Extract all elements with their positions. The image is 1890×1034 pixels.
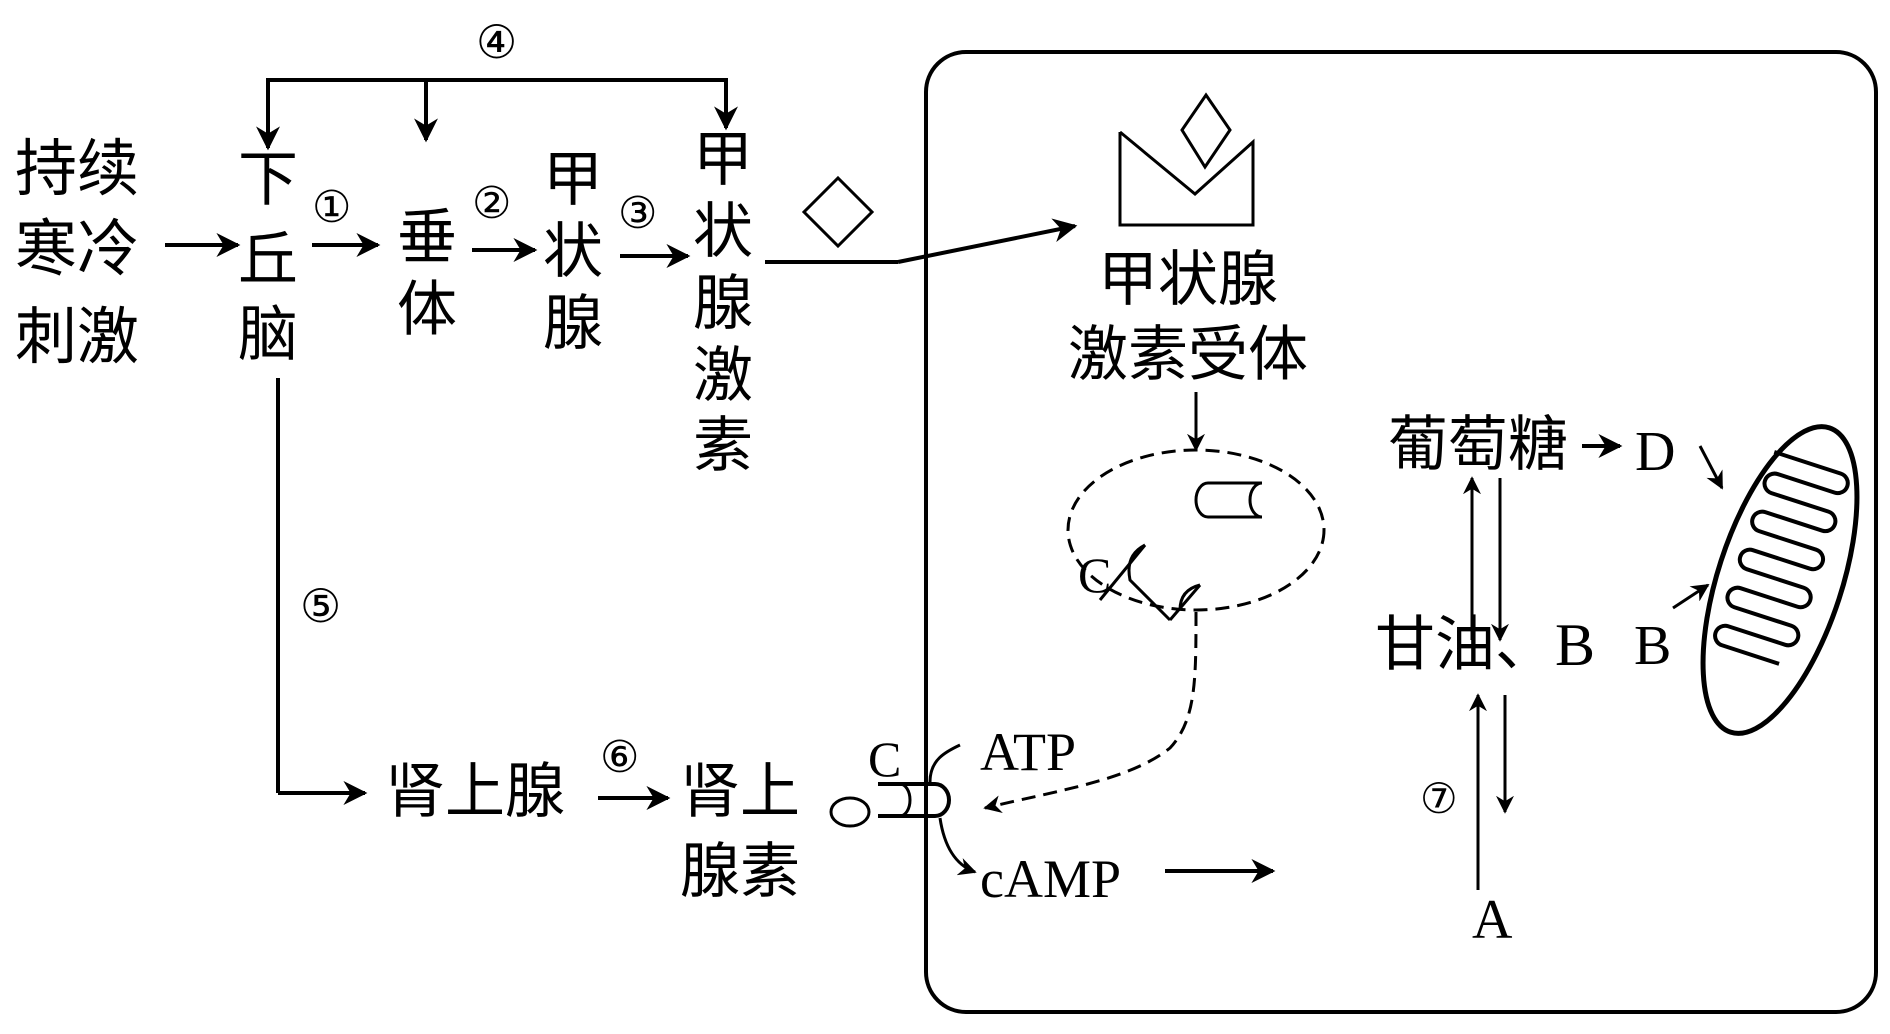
step-2-label: ② [472,179,511,228]
svg-text:激: 激 [693,341,753,411]
step-3-label: ③ [618,189,657,238]
b-to-mitochondrion-arrow [1672,583,1710,610]
step-5-label: ⑤ [300,581,341,632]
nucleus [1066,448,1326,612]
camp-label: cAMP [980,849,1121,909]
target-cell [924,50,1878,1014]
svg-text:丘: 丘 [238,225,298,295]
svg-text:腺素: 腺素 [680,837,800,907]
mitochondrion-icon [1700,424,1860,736]
pituitary-label: 垂 体 [397,203,457,345]
receptor-c-icon-1 [1194,481,1263,519]
membrane-receptor-c-icon [878,782,951,818]
svg-text:持续: 持续 [15,132,139,205]
receptor-icon [1118,92,1255,227]
svg-text:激素受体: 激素受体 [1068,320,1308,390]
step-1-label: ① [312,183,351,232]
receptor-c-icon-2 [1098,543,1202,622]
svg-text:垂: 垂 [397,203,457,273]
adrenal-gland-label: 肾上腺 [385,757,565,827]
feedback-bracket [256,78,738,151]
svg-text:腺: 腺 [693,269,753,339]
camp-curve-arrow [938,817,977,876]
adrenaline-label: 肾上 腺素 [680,757,800,907]
membrane-c-label: C [868,731,901,787]
atp-curve [928,743,961,783]
svg-text:体: 体 [397,275,457,345]
b-label: B [1634,615,1671,677]
a-label: A [1472,889,1513,951]
svg-text:素: 素 [693,411,753,481]
svg-text:刺激: 刺激 [15,300,139,373]
d-label: D [1635,421,1675,483]
step-7-label: ⑦ [1420,777,1458,823]
d-to-mitochondrion-arrow [1698,445,1724,490]
svg-text:寒冷: 寒冷 [15,212,139,285]
receptor-label: 甲状腺 激素受体 [1068,245,1308,390]
glycerol-b-label: 甘油、B [1375,612,1595,678]
svg-text:状: 状 [693,197,753,267]
svg-text:甲状腺: 甲状腺 [1098,245,1278,315]
svg-text:状: 状 [543,217,603,287]
nucleus-to-membrane-dashed-arrow [983,611,1198,813]
svg-text:下: 下 [238,145,298,215]
thyroid-label: 甲 状 腺 [543,145,603,359]
stimulus-label: 持续 寒冷 刺激 [15,132,139,373]
thyroid-hormone-diamond [801,175,875,249]
step-6-label: ⑥ [600,733,639,782]
step-4-label: ④ [476,17,517,68]
svg-text:腺: 腺 [543,289,603,359]
adrenaline-molecule [829,796,871,828]
glucose-label: 葡萄糖 [1388,410,1568,480]
thyroid-hormone-label: 甲 状 腺 激 素 [693,125,753,481]
svg-text:脑: 脑 [238,300,298,370]
hormone-to-cell-arrow [897,218,1078,264]
hypothalamus-label: 下 丘 脑 [238,145,298,370]
svg-text:肾上: 肾上 [680,757,800,827]
atp-label: ATP [980,722,1076,782]
svg-text:甲: 甲 [693,125,753,195]
svg-text:甲: 甲 [543,145,603,215]
